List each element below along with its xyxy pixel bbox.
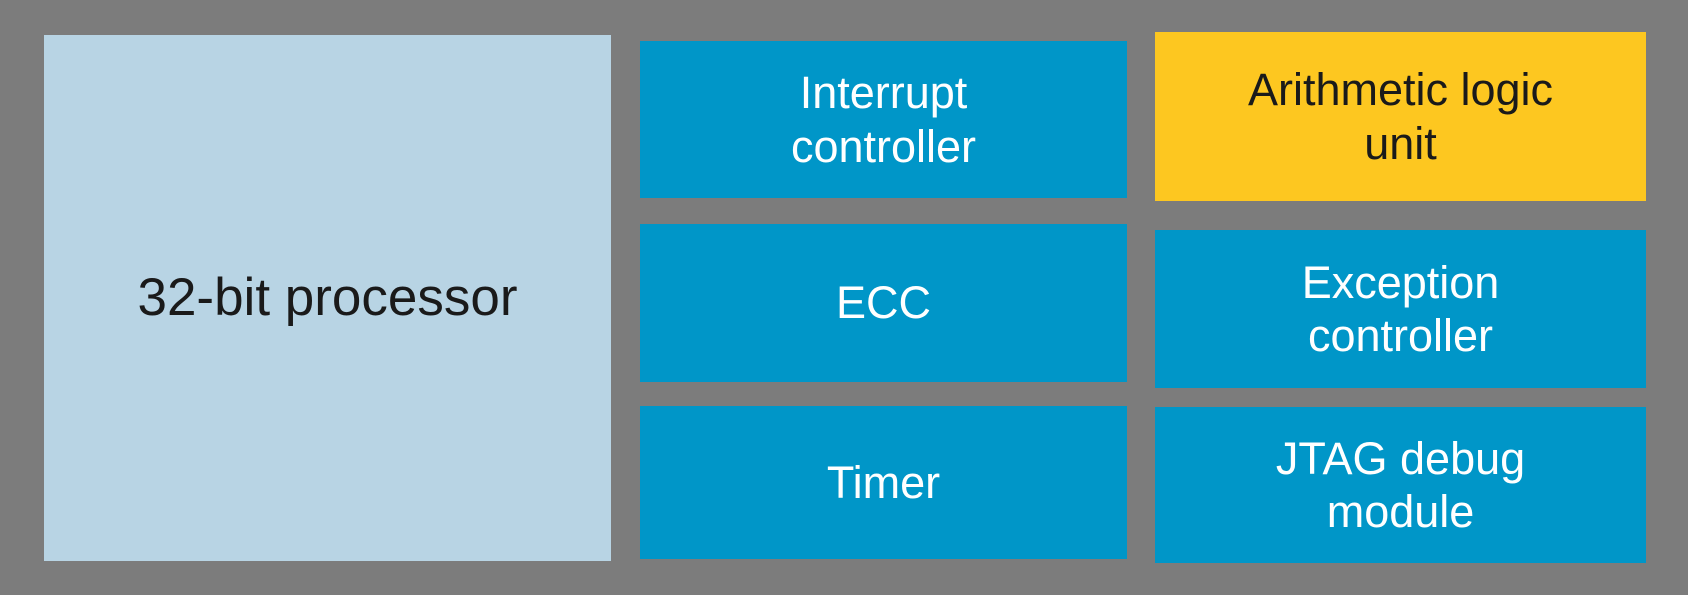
module-label-timer: Timer [826, 456, 941, 508]
module-block-arithmetic-logic-unit-highlighted: Arithmetic logic unit [1155, 32, 1646, 201]
module-label-exception-controller: Exception controller [1301, 256, 1500, 361]
module-block-ecc: ECC [640, 224, 1127, 382]
module-label-ecc: ECC [835, 277, 931, 329]
module-label-interrupt-controller: Interrupt controller [790, 67, 977, 172]
module-block-exception-controller: Exception controller [1155, 230, 1646, 388]
module-label-arithmetic-logic-unit: Arithmetic logic unit [1247, 64, 1554, 169]
module-block-jtag-debug-module: JTAG debug module [1155, 407, 1646, 563]
processor-label: 32-bit processor [137, 267, 518, 327]
module-label-jtag-debug-module: JTAG debug module [1275, 432, 1526, 537]
processor-block: 32-bit processor [44, 35, 611, 561]
module-block-timer: Timer [640, 406, 1127, 559]
module-block-interrupt-controller: Interrupt controller [640, 41, 1127, 198]
